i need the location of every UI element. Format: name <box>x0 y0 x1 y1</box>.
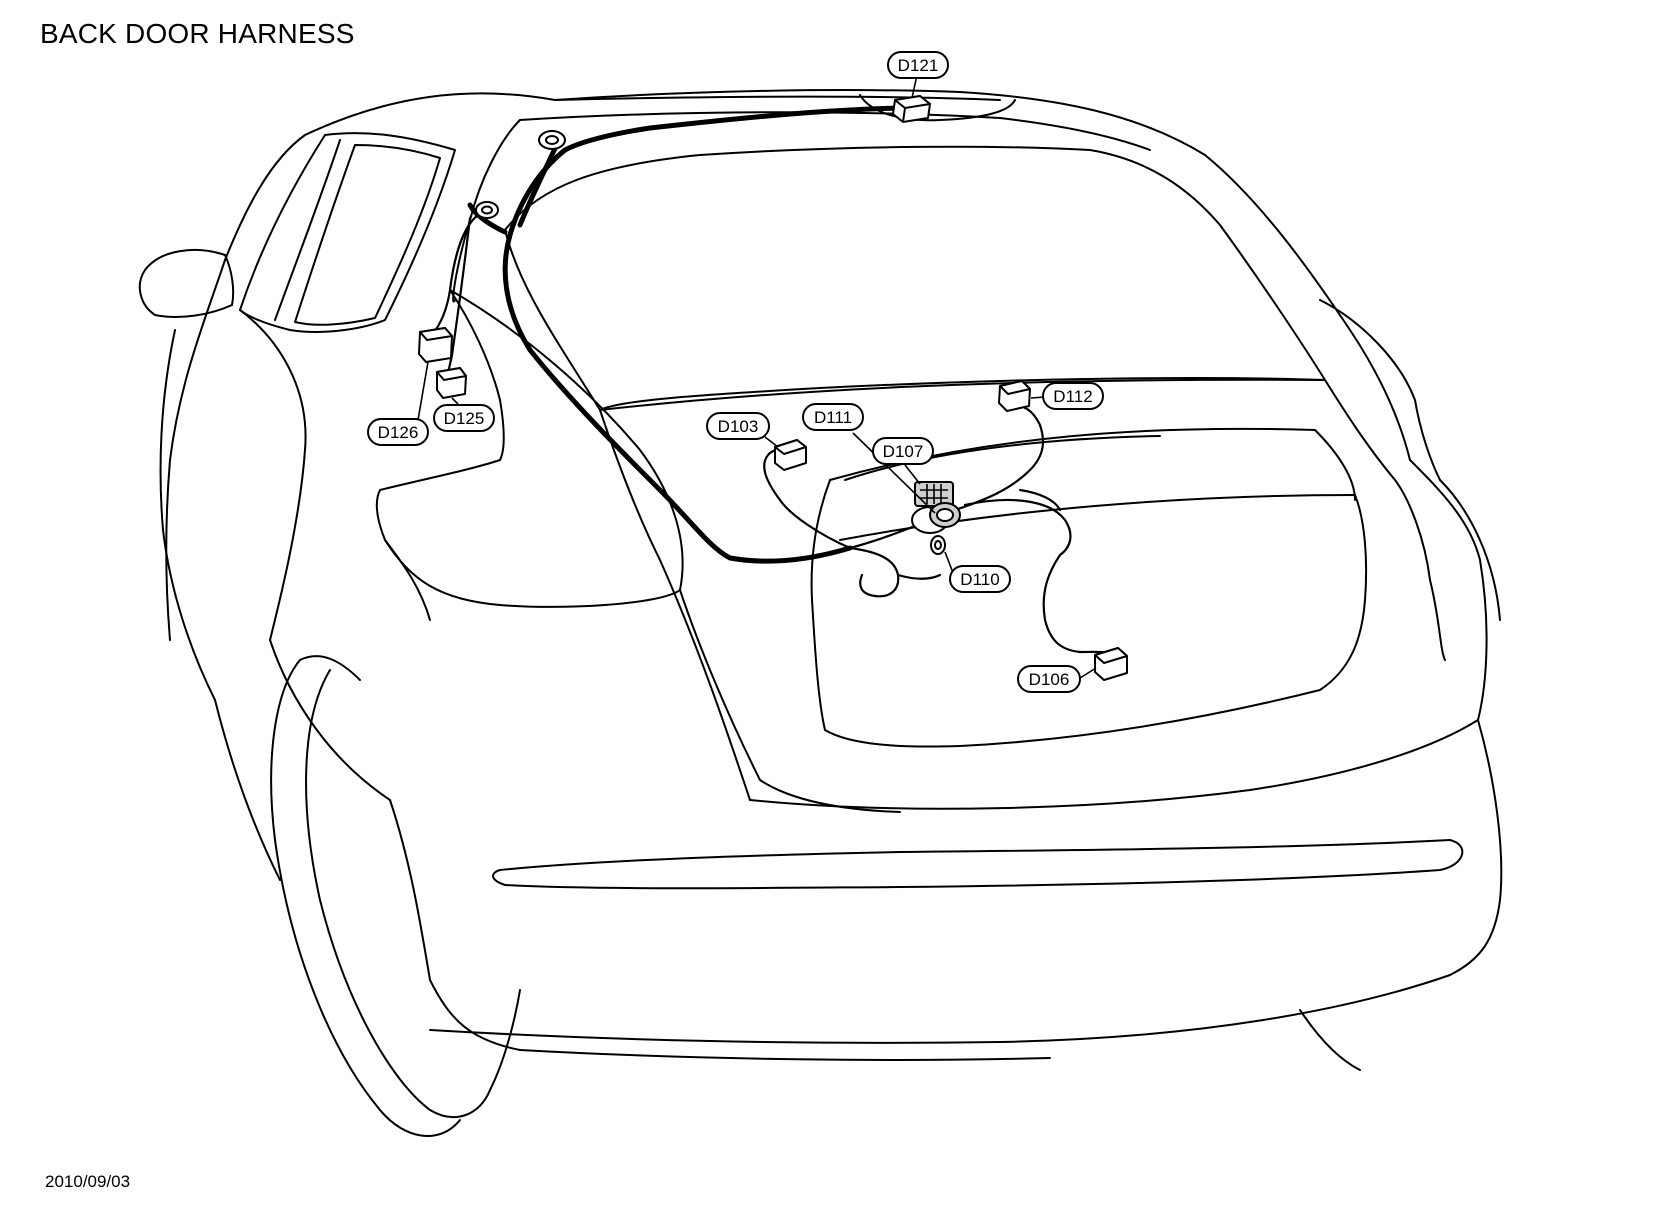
diagram-date: 2010/09/03 <box>45 1172 131 1191</box>
connector-d103 <box>774 439 807 471</box>
label-d121-text: D121 <box>898 56 939 75</box>
leader-lines <box>417 74 1097 679</box>
main-harness <box>467 105 903 564</box>
label-d126-text: D126 <box>378 423 419 442</box>
car-body-outline <box>138 89 1503 1137</box>
label-d107: D107 <box>872 437 934 465</box>
connector-d112 <box>998 380 1031 412</box>
label-d121: D121 <box>887 51 949 79</box>
label-d126: D126 <box>367 418 429 446</box>
label-d103-text: D103 <box>718 417 759 436</box>
label-d110: D110 <box>949 565 1011 593</box>
connector-d121 <box>892 95 931 123</box>
connector-d106 <box>1094 647 1128 681</box>
wire-to-d126 <box>430 213 480 337</box>
label-d112: D112 <box>1042 382 1104 410</box>
label-d106-text: D106 <box>1029 670 1070 689</box>
label-d111-text: D111 <box>814 408 852 427</box>
label-d125: D125 <box>433 404 495 432</box>
label-d112-text: D112 <box>1053 387 1092 406</box>
grommet-upper <box>538 130 566 150</box>
branch-wires <box>763 406 1122 662</box>
connector-d125 <box>436 367 467 399</box>
diagram-title: BACK DOOR HARNESS <box>40 18 355 49</box>
label-d110-text: D110 <box>960 570 999 589</box>
connector-d111 <box>911 502 961 534</box>
label-d103: D103 <box>706 412 770 440</box>
connector-d126 <box>418 327 453 363</box>
grommet-lower <box>475 201 499 219</box>
label-d107-text: D107 <box>883 442 924 461</box>
label-d106: D106 <box>1017 665 1081 693</box>
connector-d110 <box>930 535 946 555</box>
label-d111: D111 <box>802 403 864 431</box>
label-d125-text: D125 <box>444 409 485 428</box>
